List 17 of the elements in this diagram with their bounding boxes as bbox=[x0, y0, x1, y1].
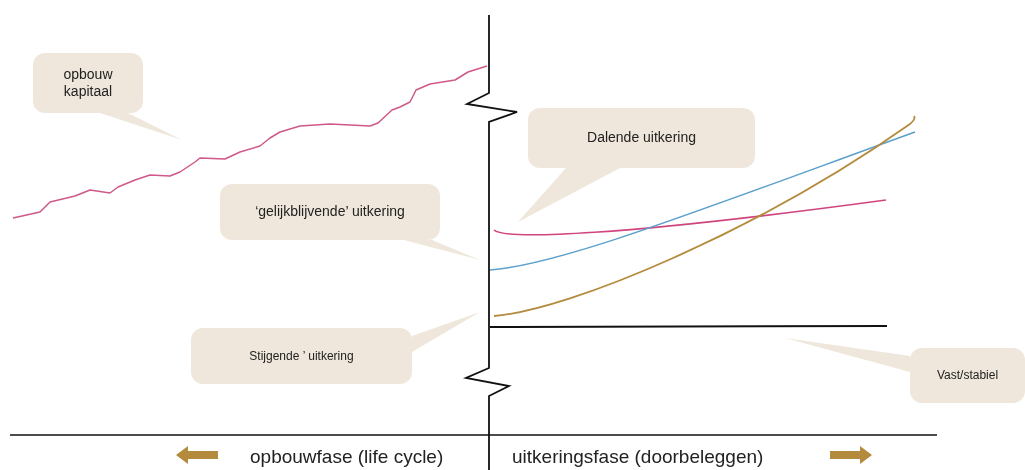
curve-line bbox=[12, 65, 488, 219]
flat-line bbox=[489, 325, 888, 328]
callout-tail bbox=[785, 338, 910, 372]
curve-line bbox=[493, 115, 916, 317]
callout-text: Dalende uitkering bbox=[587, 129, 696, 147]
phase-label: opbouwfase (life cycle) bbox=[250, 445, 444, 469]
callout-tail bbox=[100, 113, 182, 140]
callout-tail bbox=[412, 312, 480, 352]
callout-box bbox=[191, 328, 412, 384]
callout-text: opbouw kapitaal bbox=[62, 65, 114, 101]
callout-text: Stijgende ’ uitkering bbox=[249, 348, 354, 364]
callout-text: Vast/stabiel bbox=[936, 368, 999, 383]
callout-tail bbox=[518, 168, 620, 222]
callout-tail bbox=[404, 240, 480, 260]
callout-box bbox=[910, 348, 1025, 403]
callout-text: ‘gelijkblijvende’ uitkering bbox=[255, 203, 405, 221]
phase-label: uitkeringsfase (doorbeleggen) bbox=[512, 445, 764, 469]
